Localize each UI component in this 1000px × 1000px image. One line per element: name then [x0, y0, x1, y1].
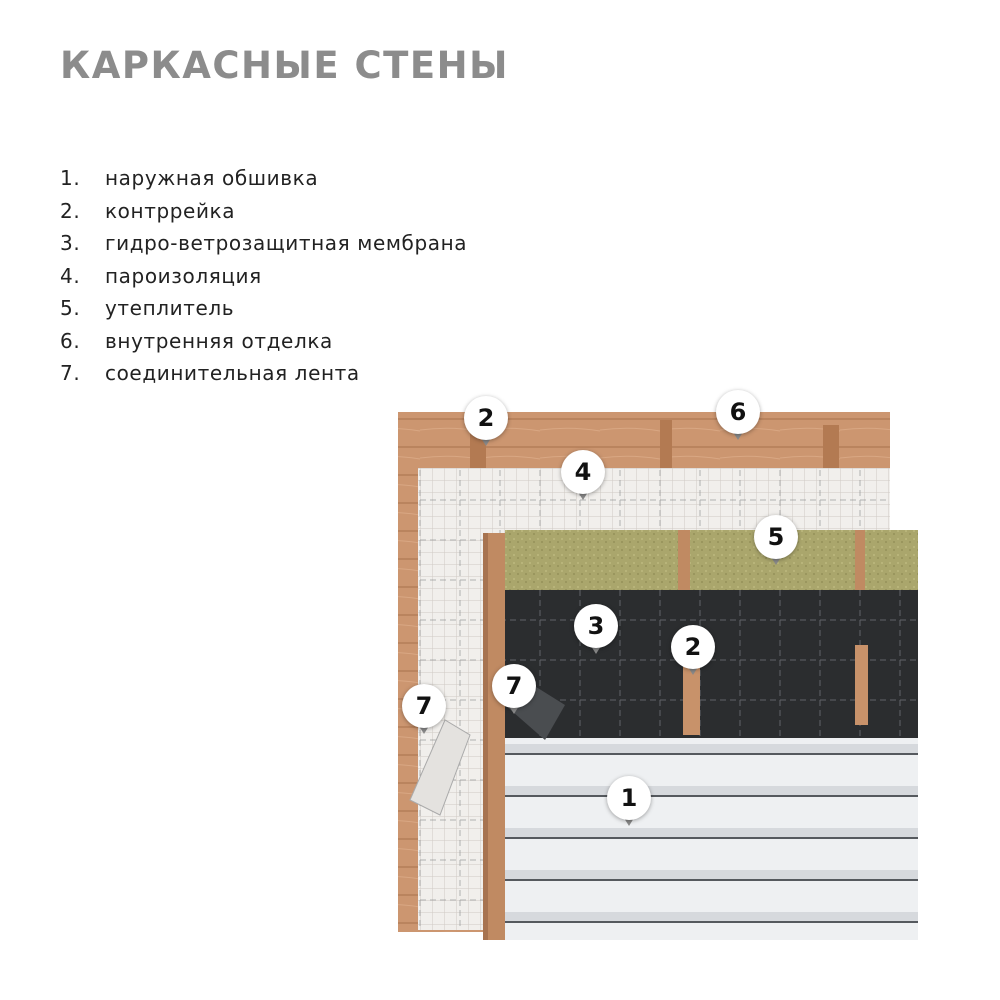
- legend-label: пароизоляция: [105, 263, 262, 288]
- membrane-layer: [500, 590, 918, 740]
- legend-number: 7.: [60, 361, 81, 385]
- marker-exterior-cladding: 1: [607, 776, 651, 836]
- legend-label: утеплитель: [105, 296, 235, 320]
- legend-number: 4.: [60, 263, 81, 288]
- legend-label: наружная обшивка: [105, 166, 319, 190]
- marker-connecting-tape: 7: [402, 684, 446, 744]
- legend-label: внутренняя отделка: [105, 328, 333, 353]
- marker-insulation: 5: [754, 515, 798, 575]
- legend-item: 3. гидро-ветрозащитная мембрана: [60, 231, 467, 264]
- legend-list: 1. наружная обшивка 2. контррейка 3. гидро-…: [60, 166, 467, 394]
- marker-interior-finish: 6: [716, 390, 760, 450]
- page-title: КАРКАСНЫЕ СТЕНЫ: [60, 44, 509, 87]
- legend-number: 6.: [60, 328, 81, 353]
- legend-item: 1. наружная обшивка: [60, 166, 467, 199]
- legend-label: гидро-ветрозащитная мембрана: [105, 231, 468, 255]
- insulation-layer: [505, 530, 918, 592]
- marker-vapor-barrier: 4: [561, 450, 605, 510]
- main-stud: [483, 533, 505, 940]
- legend-number: 1.: [60, 166, 81, 190]
- legend-item: 4. пароизоляция: [60, 264, 467, 297]
- legend-item: 2. контррейка: [60, 199, 467, 232]
- legend-number: 3.: [60, 231, 81, 255]
- marker-counter-batten: 2: [464, 396, 508, 456]
- marker-counter-batten: 2: [671, 625, 715, 685]
- marker-membrane: 3: [574, 604, 618, 664]
- siding-layer: [502, 738, 918, 940]
- legend-number: 5.: [60, 296, 81, 320]
- legend-item: 6. внутренняя отделка: [60, 329, 467, 362]
- marker-connecting-tape: 7: [492, 664, 536, 724]
- legend-label: соединительная лента: [105, 361, 360, 385]
- legend-item: 5. утеплитель: [60, 296, 467, 329]
- legend-number: 2.: [60, 198, 81, 223]
- legend-item: 7. соединительная лента: [60, 361, 467, 394]
- legend-label: контррейка: [105, 198, 236, 223]
